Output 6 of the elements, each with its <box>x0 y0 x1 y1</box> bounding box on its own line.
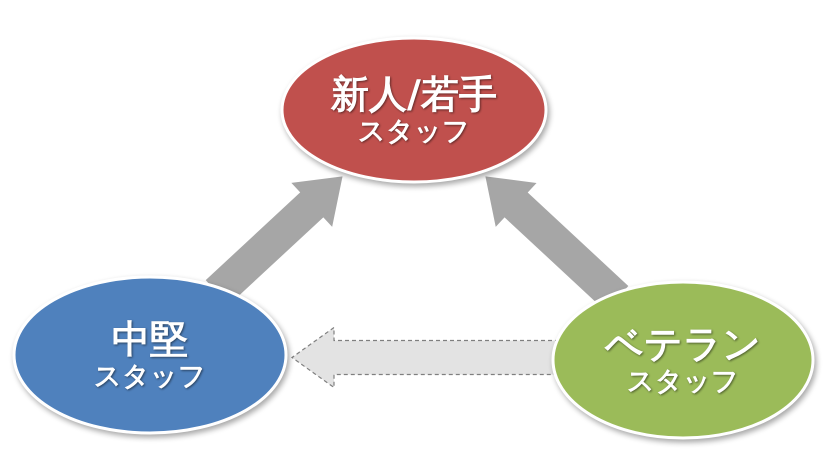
node-subtitle: スタッフ <box>627 366 739 398</box>
node-subtitle: スタッフ <box>358 116 470 148</box>
node-heading: 中堅 <box>112 318 188 362</box>
node-heading: ベテラン <box>605 322 761 366</box>
node-heading: 新人/若手 <box>331 72 497 116</box>
node-subtitle: スタッフ <box>94 361 206 392</box>
